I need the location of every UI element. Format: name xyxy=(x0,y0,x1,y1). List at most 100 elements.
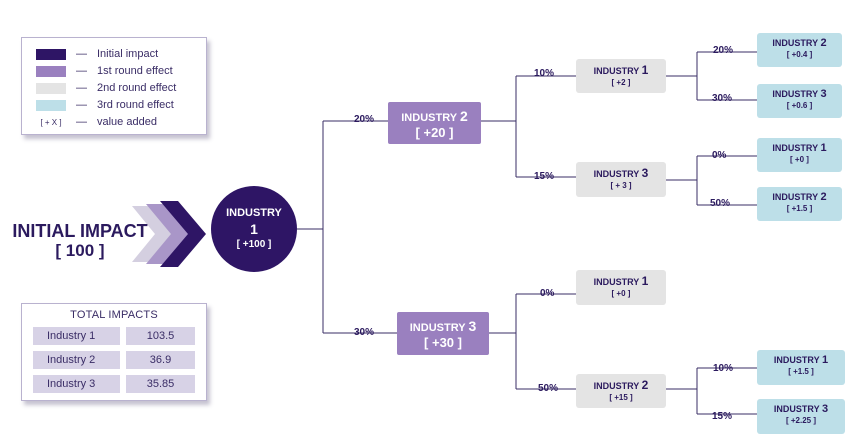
legend: — Initial impact — 1st round effect — 2n… xyxy=(21,37,207,135)
node-value: [ +15 ] xyxy=(609,393,633,402)
total-industry-name: Industry 1 xyxy=(33,327,120,345)
node-number: 1 xyxy=(250,221,258,237)
node-name: INDUSTRY xyxy=(409,322,466,334)
legend-dash: — xyxy=(76,82,87,94)
share-label: 30% xyxy=(354,327,375,338)
node-value: [ +1.5 ] xyxy=(786,204,813,213)
legend-swatch-initial xyxy=(36,48,66,60)
node-number: 1 xyxy=(820,142,827,154)
node-value: [ + 3 ] xyxy=(610,181,632,190)
node-number: 2 xyxy=(641,378,649,392)
node-number: 3 xyxy=(641,166,649,180)
share-label: 10% xyxy=(534,68,555,79)
total-impacts-panel: TOTAL IMPACTS Industry 1 103.5 Industry … xyxy=(21,303,207,401)
legend-dash: — xyxy=(76,116,87,128)
total-industry-name: Industry 2 xyxy=(33,351,120,369)
share-label: 0% xyxy=(540,288,555,299)
legend-label: 3rd round effect xyxy=(97,99,174,111)
node-number: 2 xyxy=(820,37,827,49)
table-row: Industry 1 103.5 xyxy=(33,327,195,345)
node-number: 2 xyxy=(820,191,827,203)
node-name: INDUSTRY xyxy=(772,192,818,202)
node-name: INDUSTRY xyxy=(401,112,457,124)
connector-second-round-1 xyxy=(666,51,757,101)
total-impacts-title: TOTAL IMPACTS xyxy=(70,309,158,321)
share-label: 20% xyxy=(354,114,375,125)
node-value: [ +20 ] xyxy=(415,125,454,140)
legend-swatch-third-round xyxy=(36,99,66,111)
initial-impact-label: INITIAL IMPACT [ 100 ] xyxy=(10,221,150,261)
share-label: 30% xyxy=(712,93,733,104)
node-value: [ +100 ] xyxy=(236,239,272,250)
node-number: 3 xyxy=(821,403,829,415)
node-name: INDUSTRY xyxy=(226,207,282,219)
node-first-round-1: INDUSTRY 2 [ +20 ] xyxy=(388,102,481,144)
legend-item-third-round: — 3rd round effect xyxy=(36,98,174,112)
node-first-round-2: INDUSTRY 3 [ +30 ] xyxy=(397,312,489,355)
share-label: 10% xyxy=(713,363,734,374)
legend-label: value added xyxy=(97,116,157,128)
node-value: [ +30 ] xyxy=(424,335,462,350)
node-value: [ +0 ] xyxy=(611,289,631,298)
share-label: 0% xyxy=(712,150,727,161)
node-value: [ +0 ] xyxy=(790,155,809,164)
node-name: INDUSTRY xyxy=(593,277,640,287)
legend-label: 2nd round effect xyxy=(97,82,177,94)
node-second-round-3: INDUSTRY 1 [ +0 ] xyxy=(576,270,666,305)
node-root: INDUSTRY 1 [ +100 ] xyxy=(211,186,297,272)
node-third-round-3: INDUSTRY 1 [ +0 ] xyxy=(757,138,842,172)
legend-dash: — xyxy=(76,65,87,77)
node-number: 1 xyxy=(641,63,649,77)
node-value: [ +2.25 ] xyxy=(785,416,816,425)
node-name: INDUSTRY xyxy=(772,89,818,99)
legend-item-initial: — Initial impact xyxy=(36,47,158,61)
node-third-round-4: INDUSTRY 2 [ +1.5 ] xyxy=(757,187,842,221)
connector-root xyxy=(297,120,397,334)
total-industry-value: 35.85 xyxy=(126,375,195,393)
node-name: INDUSTRY xyxy=(773,404,820,414)
share-label: 15% xyxy=(712,411,733,422)
legend-dash: — xyxy=(76,99,87,111)
node-name: INDUSTRY xyxy=(772,38,818,48)
connector-second-round-2 xyxy=(666,155,757,206)
node-second-round-4: INDUSTRY 2 [ +15 ] xyxy=(576,374,666,408)
legend-value-key: [ + X ] xyxy=(40,117,62,127)
table-row: Industry 3 35.85 xyxy=(33,375,195,393)
legend-label: 1st round effect xyxy=(97,65,173,77)
legend-item-value-added: [ + X ] — value added xyxy=(36,115,157,129)
total-industry-value: 103.5 xyxy=(126,327,195,345)
share-label: 20% xyxy=(713,45,734,56)
node-number: 2 xyxy=(459,108,468,124)
initial-impact-title: INITIAL IMPACT xyxy=(12,221,148,241)
initial-impact-value: [ 100 ] xyxy=(55,241,105,260)
node-number: 3 xyxy=(820,88,827,100)
node-third-round-1: INDUSTRY 2 [ +0.4 ] xyxy=(757,33,842,67)
legend-swatch-first-round xyxy=(36,65,66,77)
node-number: 3 xyxy=(468,318,477,334)
chevron-arrows-icon xyxy=(132,201,206,267)
node-name: INDUSTRY xyxy=(593,66,640,76)
node-value: [ +1.5 ] xyxy=(788,367,814,376)
legend-swatch-second-round xyxy=(36,82,66,94)
node-number: 1 xyxy=(821,354,829,366)
share-label: 15% xyxy=(534,171,555,182)
node-second-round-2: INDUSTRY 3 [ + 3 ] xyxy=(576,162,666,197)
connector-second-round-4 xyxy=(666,367,757,415)
legend-label: Initial impact xyxy=(97,48,159,60)
node-second-round-1: INDUSTRY 1 [ +2 ] xyxy=(576,59,666,93)
total-industry-name: Industry 3 xyxy=(33,375,120,393)
connector-first-round-1 xyxy=(481,75,576,178)
legend-item-second-round: — 2nd round effect xyxy=(36,81,176,95)
node-third-round-6: INDUSTRY 3 [ +2.25 ] xyxy=(757,399,845,434)
node-value: [ +0.4 ] xyxy=(786,50,813,59)
legend-item-first-round: — 1st round effect xyxy=(36,64,173,78)
node-name: INDUSTRY xyxy=(593,381,640,391)
legend-dash: — xyxy=(76,48,87,60)
node-name: INDUSTRY xyxy=(773,355,820,365)
share-label: 50% xyxy=(538,383,559,394)
connector-first-round-2 xyxy=(489,293,576,390)
node-number: 1 xyxy=(641,274,649,288)
share-label: 50% xyxy=(710,198,731,209)
node-third-round-5: INDUSTRY 1 [ +1.5 ] xyxy=(757,350,845,385)
